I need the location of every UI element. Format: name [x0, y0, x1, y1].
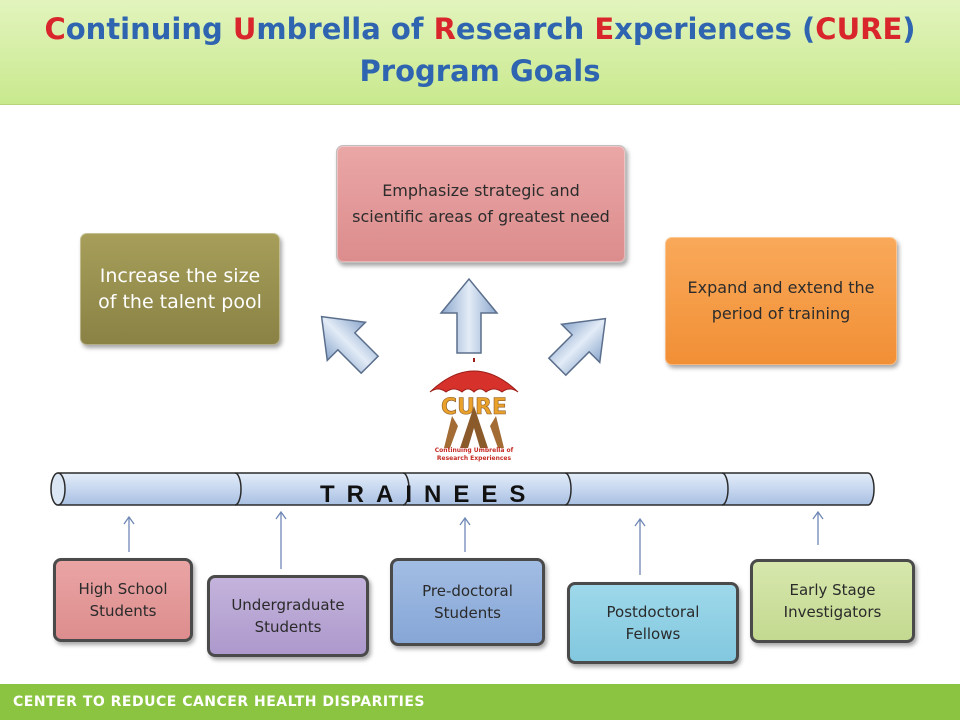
logo-tagline-line-2: Research Experiences: [436, 455, 512, 462]
trainee-undergraduate-label: Undergraduate Students: [231, 596, 345, 636]
title-segment: mbrella of: [256, 12, 434, 46]
trainee-predoctoral-label: Pre-doctoral Students: [422, 582, 513, 622]
figure-icon: [460, 406, 488, 448]
logo-wordmark: CURE: [441, 395, 507, 420]
title-band: [0, 0, 960, 105]
trainee-high-school-label: High School Students: [78, 580, 168, 620]
arrow-up-left-icon: [320, 315, 380, 375]
goal-strategic-areas: Emphasize strategic and scientific areas…: [336, 145, 626, 263]
thin-arrow-up-icon: [812, 510, 824, 545]
title-line-1: Continuing Umbrella of Research Experien…: [0, 8, 960, 50]
arrow-up-icon: [439, 277, 499, 354]
footer-org-name: CENTER TO REDUCE CANCER HEALTH DISPARITI…: [13, 694, 425, 710]
trainees-tube: [50, 472, 875, 506]
thin-arrow-up-icon: [459, 516, 471, 552]
thin-arrow-up-icon: [123, 515, 135, 552]
logo-tagline-line-1: Continuing Umbrella of: [434, 447, 514, 454]
footer-band: [0, 684, 960, 720]
title-segment: xperiences (: [614, 12, 816, 46]
trainee-high-school: High School Students: [53, 558, 193, 642]
title-line-2: Program Goals: [359, 54, 601, 88]
title-segment: E: [594, 12, 615, 46]
goal-strategic-areas-label: Emphasize strategic and scientific areas…: [352, 181, 610, 226]
trainee-postdoctoral-label: Postdoctoral Fellows: [606, 603, 700, 643]
trainees-label: TRAINEES: [320, 481, 538, 508]
logo-tagline: Continuing Umbrella of Research Experien…: [422, 447, 526, 463]
goal-expand-training: Expand and extend the period of training: [665, 237, 897, 365]
title-segment: C: [44, 12, 66, 46]
trainee-early-stage-label: Early Stage Investigators: [783, 581, 882, 621]
title-segment: U: [232, 12, 257, 46]
title-segment: CURE: [815, 12, 903, 46]
trainee-early-stage: Early Stage Investigators: [750, 559, 915, 643]
umbrella-icon: [429, 370, 519, 393]
goal-talent-pool-label: Increase the size of the talent pool: [98, 265, 262, 313]
thin-arrow-up-icon: [275, 510, 287, 569]
goal-expand-training-label: Expand and extend the period of training: [687, 278, 875, 323]
cure-logo: CURE: [429, 358, 519, 448]
trainee-predoctoral: Pre-doctoral Students: [390, 558, 545, 646]
title-segment: ontinuing: [65, 12, 233, 46]
page-title: Continuing Umbrella of Research Experien…: [0, 8, 960, 92]
trainee-undergraduate: Undergraduate Students: [207, 575, 369, 657]
thin-arrow-up-icon: [634, 517, 646, 575]
title-segment: esearch: [455, 12, 595, 46]
goal-talent-pool: Increase the size of the talent pool: [80, 233, 280, 345]
title-segment: ): [902, 12, 916, 46]
trainee-postdoctoral: Postdoctoral Fellows: [567, 582, 739, 664]
title-segment: R: [433, 12, 456, 46]
arrow-up-right-icon: [547, 317, 607, 377]
